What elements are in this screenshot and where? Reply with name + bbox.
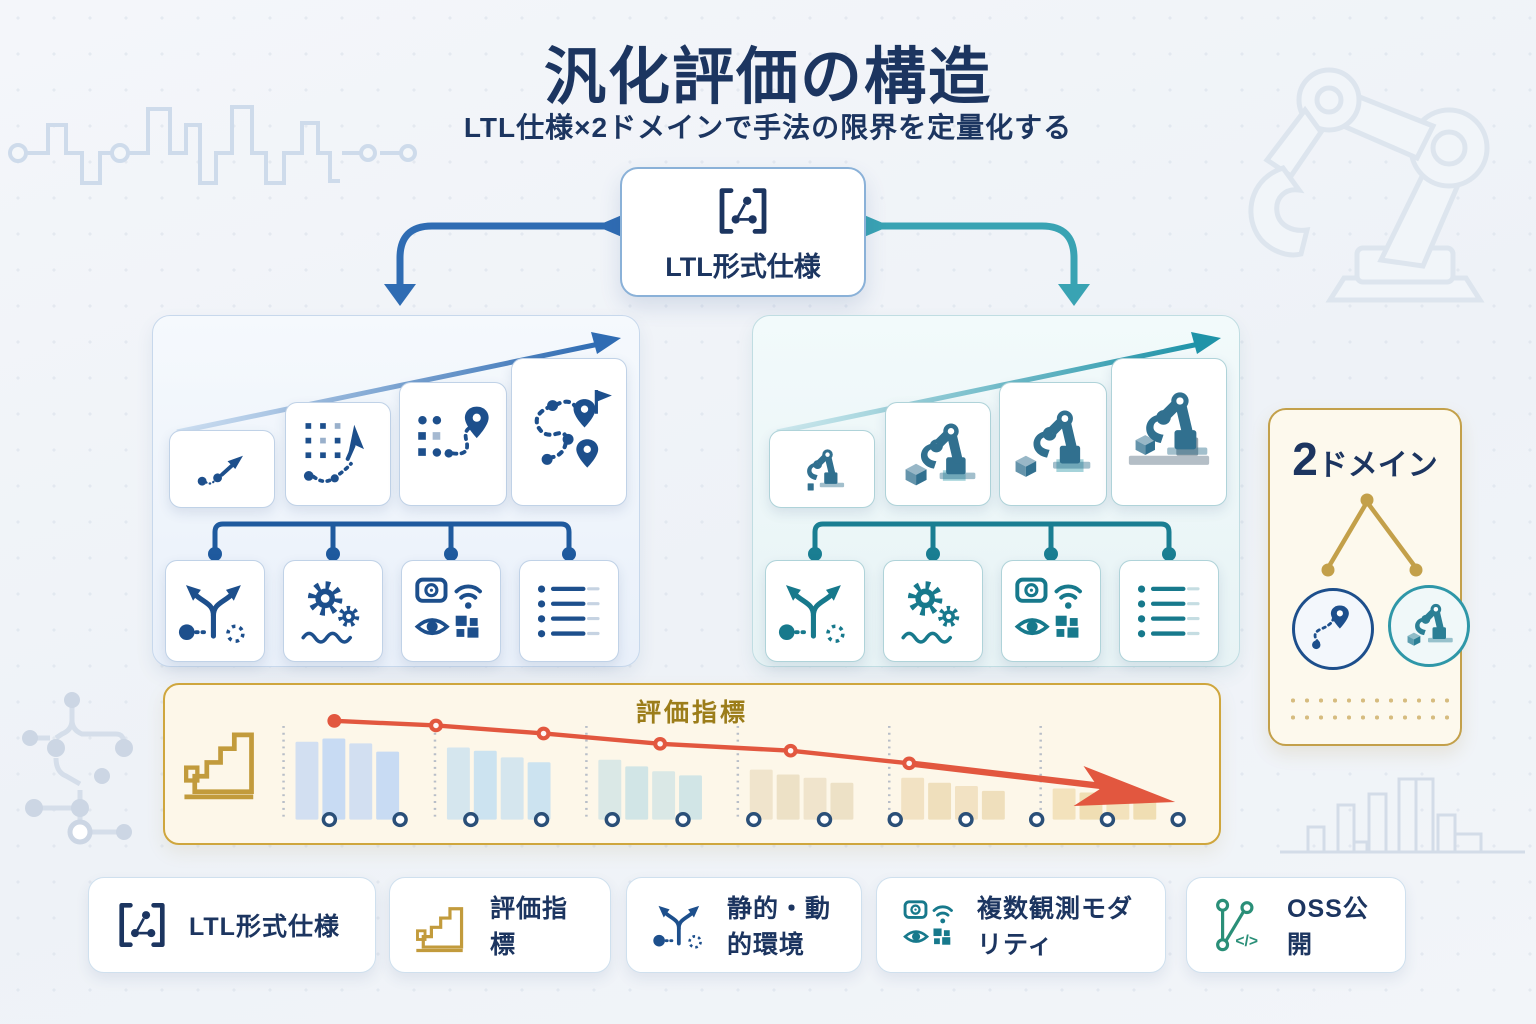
git-branch-code-icon: </> xyxy=(1211,896,1258,954)
legend-label: 評価指標 xyxy=(490,895,569,959)
branching-paths-icon xyxy=(651,896,709,954)
branching-paths-icon xyxy=(166,561,264,661)
domain-count-number: 2 xyxy=(1292,433,1318,485)
code-glyph: </> xyxy=(1235,933,1258,950)
legend-label: 複数観測モダリティ xyxy=(977,895,1134,959)
ltl-spec-node-label: LTL形式仕様 xyxy=(665,251,821,282)
path-start-icon xyxy=(170,431,274,507)
page-subtitle: LTL仕様×2ドメインで手法の限界を定量化する xyxy=(463,112,1073,143)
factor-card-modalities-left xyxy=(401,560,501,662)
legend-label: OSS公開 xyxy=(1287,895,1369,959)
factor-card-dynamics-left xyxy=(283,560,383,662)
legend-item-oss: </> OSS公開 xyxy=(1186,877,1406,973)
domain-card-title: 2ドメイン xyxy=(1270,432,1460,486)
robot-arm-3-icon xyxy=(1015,383,1106,477)
legend-label: LTL形式仕様 xyxy=(189,913,340,941)
factor-card-environments-left xyxy=(165,560,265,662)
branching-paths-icon xyxy=(766,561,864,661)
domain-card-dots-decoration xyxy=(1284,690,1450,722)
difficulty-card-manip-3 xyxy=(999,382,1107,506)
metrics-title: 評価指標 xyxy=(635,699,748,727)
difficulty-card-manip-1 xyxy=(769,430,875,508)
grid-path-pin-icon xyxy=(400,383,506,505)
robot-arm-icon xyxy=(1407,598,1457,654)
domain-count-suffix: ドメイン xyxy=(1317,449,1438,482)
gears-wave-icon xyxy=(284,561,382,661)
navigation-domain-circle xyxy=(1292,588,1374,670)
robot-arm-2-icon xyxy=(905,403,990,486)
ltl-spec-node: LTL形式仕様 xyxy=(620,167,866,297)
legend-label: 静的・動的環境 xyxy=(727,895,832,959)
navigation-path-icon xyxy=(1305,601,1361,657)
factor-card-dynamics-right xyxy=(883,560,983,662)
gears-wave-icon xyxy=(884,561,982,661)
factor-card-modalities-right xyxy=(1001,560,1101,662)
sensor-modalities-icon xyxy=(901,896,959,954)
factor-card-checklist-left xyxy=(519,560,619,662)
checklist-icon xyxy=(1120,561,1218,661)
difficulty-card-manip-2 xyxy=(885,402,991,506)
grid-path-cursor-icon xyxy=(286,403,390,505)
difficulty-card-manip-4 xyxy=(1111,358,1227,506)
navigation-panel xyxy=(152,315,640,667)
route-pins-flag-icon xyxy=(512,359,626,505)
background-histogram-decoration xyxy=(1280,777,1525,854)
legend-item-metrics: 評価指標 xyxy=(389,877,611,973)
ltl-brackets-icon xyxy=(113,896,171,954)
branch-connector-left xyxy=(208,521,576,561)
metrics-panel: 評価指標 xyxy=(163,683,1221,845)
stairs-icon xyxy=(414,896,472,954)
legend-item-ltl-spec: LTL形式仕様 xyxy=(88,877,376,973)
robot-arm-4-icon xyxy=(1128,359,1226,465)
legend-item-environments: 静的・動的環境 xyxy=(626,877,862,973)
manipulation-panel xyxy=(752,315,1240,667)
page-title: 汎化評価の構造 xyxy=(543,43,992,112)
difficulty-card-nav-2 xyxy=(285,402,391,506)
domain-branch-connector xyxy=(1321,493,1423,577)
difficulty-card-nav-1 xyxy=(169,430,275,508)
robot-arm-1-icon xyxy=(770,431,874,507)
domain-count-card: 2ドメイン xyxy=(1268,408,1470,746)
manipulation-domain-circle xyxy=(1388,585,1470,667)
legend-item-modalities: 複数観測モダリティ xyxy=(876,877,1166,973)
background-network-decoration xyxy=(22,692,133,845)
ltl-brackets-icon xyxy=(707,181,779,241)
difficulty-card-nav-3 xyxy=(399,382,507,506)
factor-card-environments-right xyxy=(765,560,865,662)
difficulty-card-nav-4 xyxy=(511,358,627,506)
branch-connector-right xyxy=(808,521,1176,561)
sensor-modalities-icon xyxy=(402,561,500,661)
factor-card-checklist-right xyxy=(1119,560,1219,662)
metrics-chart xyxy=(262,714,1204,828)
sensor-modalities-icon xyxy=(1002,561,1100,661)
checklist-icon xyxy=(520,561,618,661)
